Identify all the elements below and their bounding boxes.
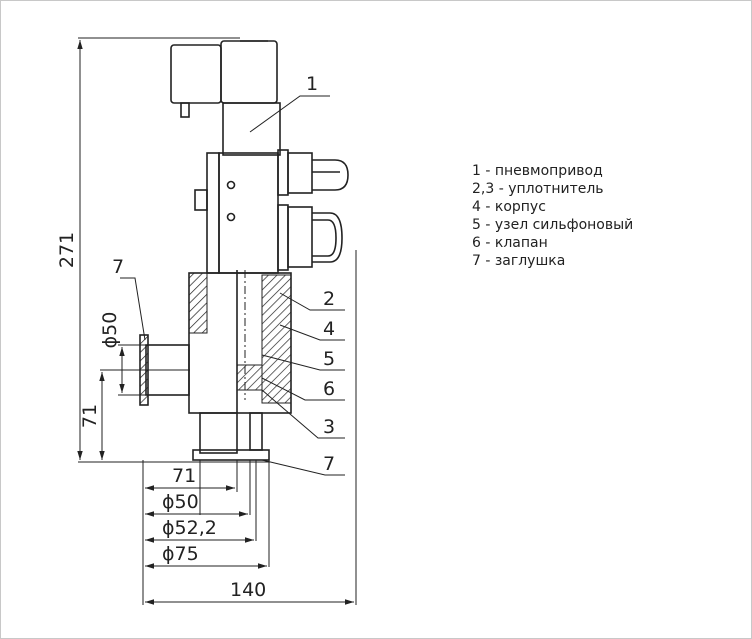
dim-width-total: 140 bbox=[230, 579, 266, 601]
dim-dia-50: ϕ50 bbox=[162, 491, 199, 513]
legend-item-2: 2,3 - уплотнитель bbox=[472, 181, 604, 197]
legend-item-3: 4 - корпус bbox=[472, 199, 546, 215]
callout-1: 1 bbox=[306, 73, 318, 95]
dim-height-total: 271 bbox=[56, 232, 78, 268]
callout-3: 3 bbox=[323, 416, 335, 438]
callout-5: 5 bbox=[323, 348, 335, 370]
callout-2: 2 bbox=[323, 288, 335, 310]
legend-item-5: 6 - клапан bbox=[472, 235, 548, 251]
legend-item-1: 1 - пневмопривод bbox=[472, 163, 603, 179]
dimension-lines bbox=[77, 37, 357, 605]
valve-body-outline bbox=[139, 40, 349, 461]
dim-dia-75: ϕ75 bbox=[162, 543, 199, 565]
dim-dia-side: ϕ50 bbox=[99, 312, 121, 349]
legend-item-6: 7 - заглушка bbox=[472, 253, 566, 269]
hatched-section bbox=[139, 272, 292, 406]
callout-6: 6 bbox=[323, 378, 335, 400]
callout-4: 4 bbox=[323, 318, 335, 340]
callout-7-side: 7 bbox=[112, 256, 124, 278]
legend-item-4: 5 - узел сильфоновый bbox=[472, 217, 634, 233]
dim-width-71: 71 bbox=[172, 465, 196, 487]
dim-height-outlet: 71 bbox=[79, 404, 101, 428]
leader-lines bbox=[120, 95, 345, 476]
callout-7-bottom: 7 bbox=[323, 453, 335, 475]
dim-dia-52: ϕ52,2 bbox=[162, 517, 217, 539]
